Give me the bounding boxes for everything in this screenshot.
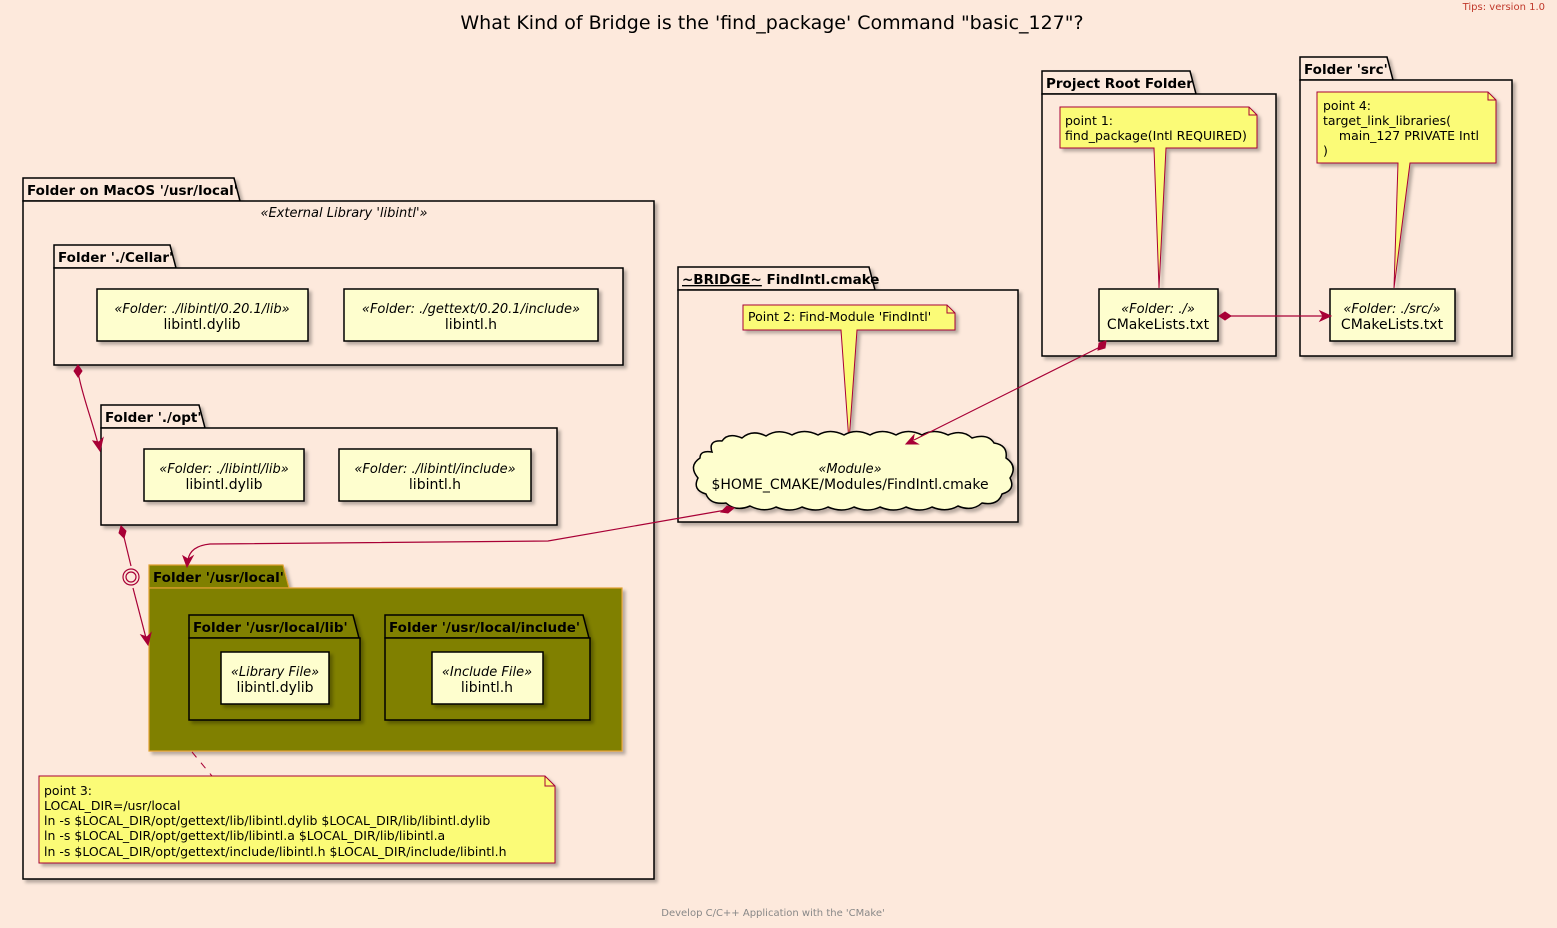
package-cellar-label: Folder './Cellar' (58, 250, 173, 266)
note-point-4-line: main_127 PRIVATE Intl (1323, 128, 1479, 143)
note-point-1-text: point 1: find_package(Intl REQUIRED) (1065, 113, 1247, 143)
edge-cellar-to-opt (73, 364, 104, 453)
package-usr-local-label: Folder '/usr/local' (153, 570, 284, 586)
note-point-1-line: point 1: (1065, 113, 1113, 128)
node-usr-local-libintl-h (431, 651, 544, 705)
node-library-file-stereotype: «Library File» (231, 665, 319, 680)
node-library-file-label: libintl.dylib (236, 680, 313, 696)
note-point-4-line: point 4: (1323, 98, 1371, 113)
edge-root-to-module (904, 340, 1107, 445)
node-include-file-label: libintl.h (461, 680, 513, 696)
package-project-root-label: Project Root Folder (1046, 76, 1193, 92)
note-point-2-text: Point 2: Find-Module 'FindIntl' (748, 309, 931, 324)
diagram-title: What Kind of Bridge is the 'find_package… (460, 12, 1083, 34)
node-opt-include-stereotype: «Folder: ./libintl/include» (354, 462, 515, 477)
node-src-stereotype: «Folder: ./src/» (1343, 302, 1440, 317)
node-opt-include-label: libintl.h (409, 477, 461, 493)
package-opt-label: Folder './opt' (105, 410, 201, 426)
note-point-3-text: point 3: LOCAL_DIR=/usr/local ln -s $LOC… (44, 783, 507, 859)
node-opt-lib-label: libintl.dylib (185, 477, 262, 493)
node-opt-libintl-dylib (143, 448, 305, 502)
node-root-label: CMakeLists.txt (1107, 317, 1210, 333)
node-cellar-libintl-h (343, 288, 599, 342)
node-cellar-libintl-dylib (96, 288, 309, 342)
node-src-label: CMakeLists.txt (1341, 317, 1444, 333)
node-opt-lib-stereotype: «Folder: ./libintl/lib» (159, 462, 289, 477)
note-point-3-line: ln -s $LOCAL_DIR/opt/gettext/lib/libintl… (44, 828, 445, 843)
note-point-4-text: point 4: target_link_libraries( main_127… (1323, 98, 1483, 158)
note-point-3-line: ln -s $LOCAL_DIR/opt/gettext/include/lib… (44, 844, 507, 859)
node-cellar-lib-stereotype: «Folder: ./libintl/0.20.1/lib» (114, 302, 289, 317)
package-bridge-label: ~BRIDGE~ FindIntl.cmake (682, 272, 879, 288)
note-point-3-connector (191, 751, 213, 777)
package-usr-local-include-label: Folder '/usr/local/include' (389, 620, 580, 636)
node-root-stereotype: «Folder: ./» (1121, 302, 1195, 317)
node-usr-local-libintl-dylib (220, 651, 330, 705)
node-cellar-include-label: libintl.h (445, 317, 497, 333)
package-src-label: Folder 'src' (1304, 62, 1388, 78)
bridge-label-prefix: ~BRIDGE~ (682, 272, 762, 288)
node-src-cmakelists (1329, 288, 1456, 342)
note-point-4 (1316, 91, 1497, 289)
module-stereotype: «Module» (818, 462, 881, 477)
note-point-4-line: target_link_libraries( (1323, 113, 1451, 128)
note-point-3-line: point 3: (44, 783, 92, 798)
edge-root-to-src (1218, 309, 1333, 323)
note-point-2 (742, 304, 956, 443)
node-cellar-include-stereotype: «Folder: ./gettext/0.20.1/include» (362, 302, 580, 317)
edge-opt-to-usr-local (118, 525, 152, 647)
tips-version: Tips: version 1.0 (1462, 2, 1545, 13)
note-point-1 (1059, 106, 1258, 289)
node-include-file-stereotype: «Include File» (442, 665, 532, 680)
note-point-3-line: ln -s $LOCAL_DIR/opt/gettext/lib/libintl… (44, 813, 490, 828)
note-point-3-line: LOCAL_DIR=/usr/local (44, 798, 180, 813)
note-point-3 (38, 775, 556, 864)
module-cloud (692, 430, 1014, 511)
module-label: $HOME_CMAKE/Modules/FindIntl.cmake (711, 477, 988, 493)
package-macos-stereotype: «External Library 'libintl'» (260, 206, 427, 221)
node-root-cmakelists (1098, 288, 1219, 342)
note-point-4-line: ) (1323, 143, 1328, 158)
node-opt-libintl-h (338, 448, 532, 502)
package-opt (100, 404, 558, 526)
edge-module-to-usr-local (182, 505, 736, 569)
node-cellar-lib-label: libintl.dylib (163, 317, 240, 333)
bridge-label-suffix: FindIntl.cmake (762, 272, 880, 288)
package-macos-label: Folder on MacOS '/usr/local' (27, 183, 238, 199)
package-usr-local-lib-label: Folder '/usr/local/lib' (193, 620, 348, 636)
diagram-footer: Develop C/C++ Application with the 'CMak… (661, 908, 884, 919)
note-point-1-line: find_package(Intl REQUIRED) (1065, 128, 1247, 143)
